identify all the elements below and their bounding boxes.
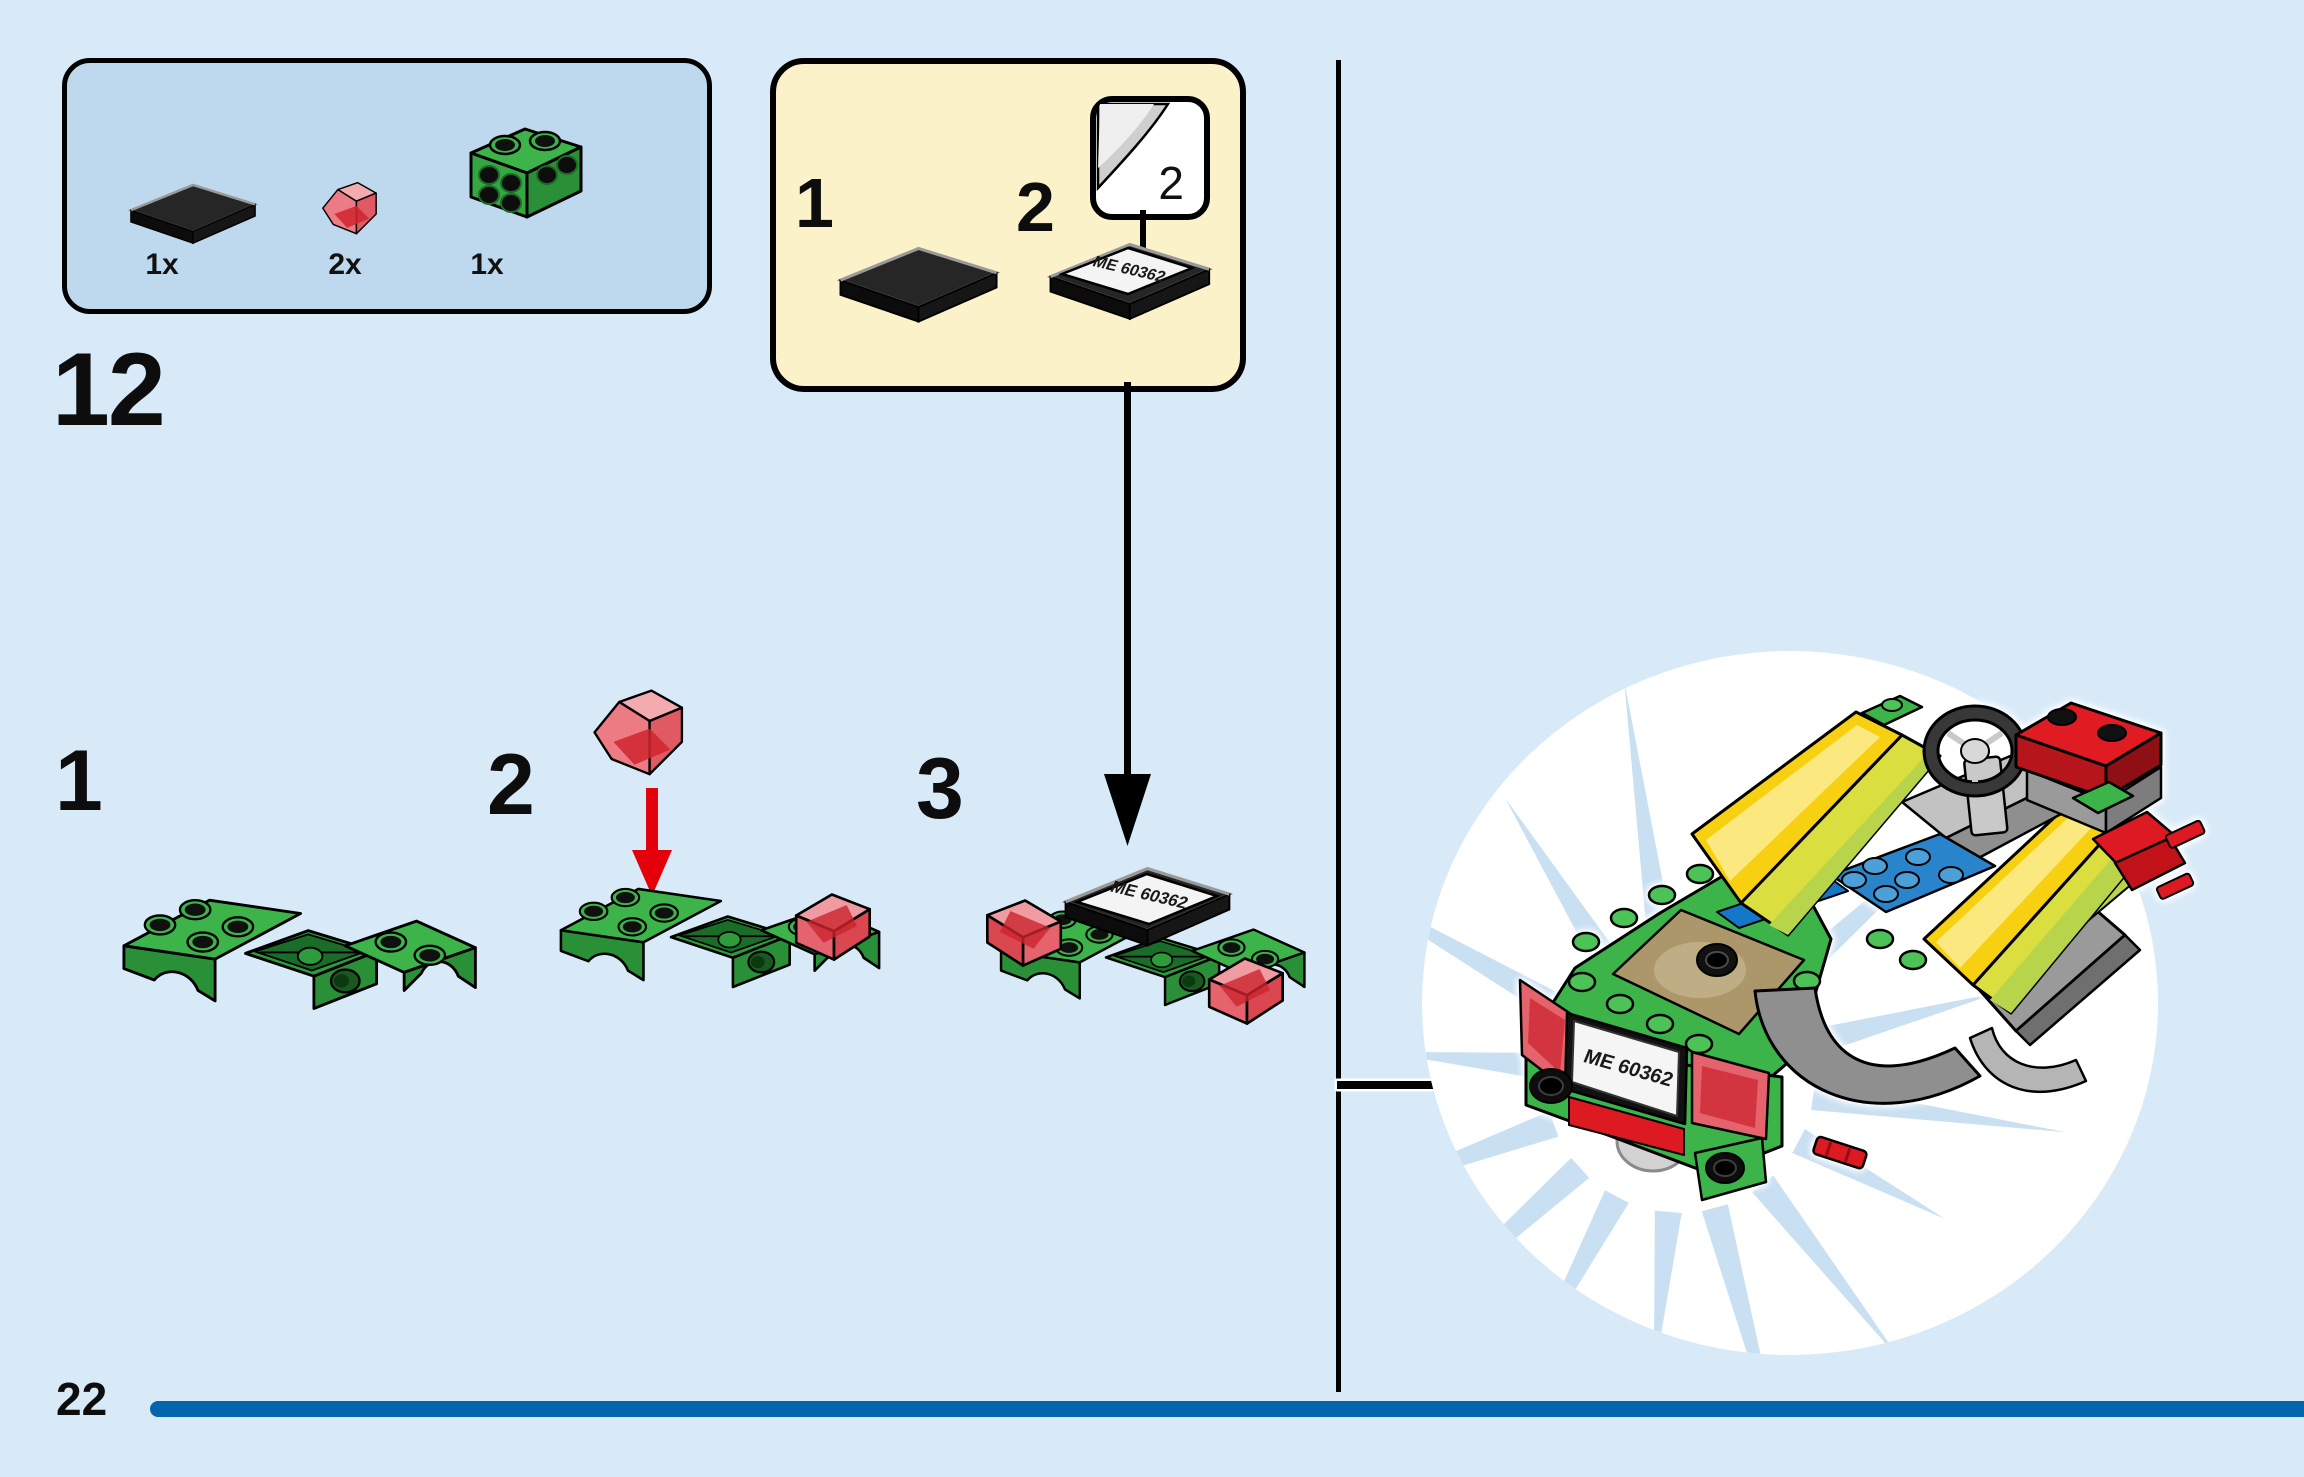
substep-2-diagram: [559, 689, 881, 989]
part-green-bracket-icon: [469, 127, 583, 219]
parts-callout-box: 1x 2x 1x: [62, 58, 712, 314]
sticker-apply-arrow-icon: [1104, 382, 1151, 846]
substep-2-label: 2: [487, 737, 535, 833]
sticker-step1-tile: [838, 246, 999, 324]
place-part-arrow-icon: [632, 788, 672, 896]
substep-1-label: 1: [55, 733, 103, 829]
part-trans-red-slope-icon: [322, 181, 377, 235]
part-count-label: 1x: [145, 248, 179, 281]
sticker-substep-2-label: 2: [1016, 168, 1055, 246]
page-number: 22: [56, 1373, 108, 1425]
substep-3-label: 3: [916, 741, 964, 837]
result-preview-render: ME 60362: [1422, 651, 2206, 1355]
part-count-label: 2x: [328, 248, 362, 281]
substep-3-diagram: ME 60362: [985, 866, 1306, 1025]
badge-connector-line: [1140, 210, 1146, 262]
sticker-badge-number: 2: [1158, 157, 1184, 209]
substep-1-diagram: [122, 898, 477, 1010]
step-number: 12: [52, 332, 166, 448]
part-black-tile-icon: [129, 183, 257, 245]
section-divider-line: [1336, 60, 1341, 1392]
sticker-badge-icon: 2: [1090, 96, 1210, 220]
part-count-label: 1x: [470, 248, 504, 281]
car-chassis-model: ME 60362: [1518, 694, 2206, 1202]
page-curl-icon: [1096, 102, 1171, 192]
sticker-step2-tile: ME 60362: [1048, 242, 1211, 321]
progress-bar: [150, 1401, 2304, 1417]
sticker-substep-1-label: 1: [795, 164, 834, 242]
